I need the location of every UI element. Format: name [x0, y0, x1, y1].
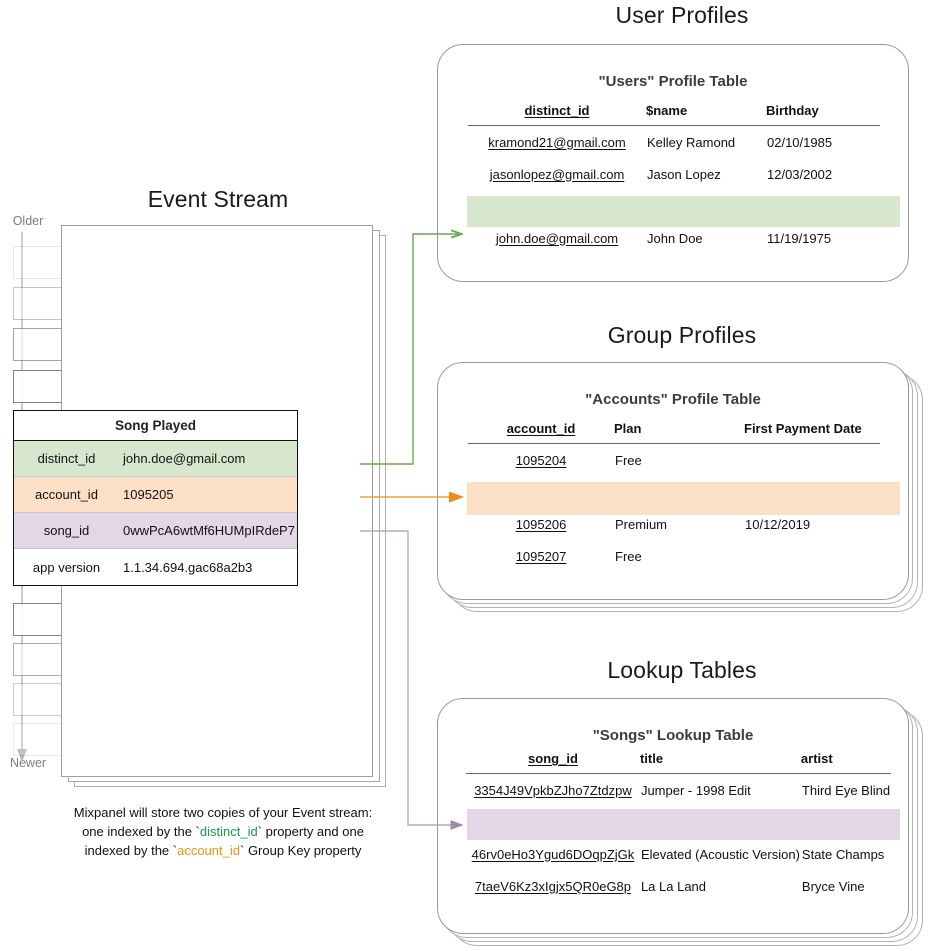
accounts-table-title: "Accounts" Profile Table: [585, 391, 761, 408]
cell-name: Kelley Ramond: [647, 134, 736, 150]
table-row[interactable]: 3354J49VpkbZJho7Ztdzpw Jumper - 1998 Edi…: [466, 774, 891, 807]
caption-code-account-id: account_id: [177, 843, 240, 858]
event-stream-heading: Event Stream: [147, 186, 289, 212]
caption-line-2-suffix: ` property and one: [257, 824, 364, 839]
property-value: john.doe@gmail.com: [123, 451, 246, 466]
cell-first-payment: [744, 444, 880, 477]
accounts-col-plan: Plan: [614, 421, 744, 444]
users-profile-card: "Users" Profile Table distinct_id $name …: [437, 44, 909, 282]
cell-song-id: 46rv0eHo3Ygud6DOqpZjGk: [471, 846, 635, 862]
cell-account-id: 1095204: [515, 452, 567, 468]
accounts-col-first-payment-date: First Payment Date: [744, 421, 880, 444]
cell-plan: Free: [615, 548, 642, 564]
axis-label-newer: Newer: [9, 756, 47, 770]
cell-distinct-id: john.doe@gmail.com: [495, 230, 619, 246]
cell-birthday: 11/19/1975: [767, 230, 832, 246]
accounts-row-highlight: [467, 482, 900, 515]
axis-label-older: Older: [12, 214, 44, 228]
cell-first-payment: 10/12/2019: [745, 516, 811, 532]
cell-song-id: 3354J49VpkbZJho7Ztdzpw: [474, 782, 632, 798]
users-col-birthday: Birthday: [766, 103, 880, 126]
cell-artist: State Champs: [801, 846, 885, 862]
cell-song-id: 7taeV6Kz3xIgjx5QR0eG8p: [474, 878, 632, 894]
property-key: account_id: [35, 487, 98, 502]
table-row[interactable]: kramond21@gmail.com Kelley Ramond 02/10/…: [468, 126, 880, 159]
accounts-col-account-id: account_id: [468, 421, 614, 444]
table-row[interactable]: 1095204 Free: [468, 444, 880, 477]
table-header-row: distinct_id $name Birthday: [468, 103, 880, 126]
caption-line-3-prefix: indexed by the `: [84, 843, 178, 858]
cell-artist: Bryce Vine: [801, 878, 865, 894]
songs-lookup-card: "Songs" Lookup Table song_id title artis…: [437, 698, 909, 934]
caption-code-distinct-id: distinct_id: [199, 824, 258, 839]
caption-line-1: Mixpanel will store two copies of your E…: [73, 805, 373, 820]
diagram-caption: Mixpanel will store two copies of your E…: [28, 803, 418, 860]
property-key: app version: [32, 559, 101, 575]
songs-table-title: "Songs" Lookup Table: [592, 727, 754, 744]
users-table-title: "Users" Profile Table: [598, 73, 748, 90]
cell-distinct-id: jasonlopez@gmail.com: [489, 166, 625, 182]
group-profiles-heading: Group Profiles: [607, 322, 757, 348]
cell-name: John Doe: [647, 230, 703, 246]
property-key: distinct_id: [37, 451, 96, 466]
table-row[interactable]: 7taeV6Kz3xIgjx5QR0eG8p La La Land Bryce …: [466, 870, 891, 902]
cell-artist: Third Eye Blind: [801, 782, 891, 798]
cell-distinct-id: kramond21@gmail.com: [488, 134, 626, 150]
cell-account-id: 1095207: [515, 548, 567, 564]
caption-line-3-suffix: ` Group Key property: [240, 843, 362, 858]
cell-plan: Free: [615, 452, 642, 468]
songs-col-song-id: song_id: [466, 751, 640, 774]
table-header-row: account_id Plan First Payment Date: [468, 421, 880, 444]
accounts-table: account_id Plan First Payment Date 10952…: [468, 421, 880, 572]
cell-name: Jason Lopez: [647, 166, 721, 182]
table-row[interactable]: 46rv0eHo3Ygud6DOqpZjGk Elevated (Acousti…: [466, 838, 891, 870]
table-header-row: song_id title artist: [466, 751, 892, 774]
table-row[interactable]: 1095206 Premium 10/12/2019: [468, 508, 880, 540]
cell-first-payment: [744, 540, 880, 572]
event-property-account-id[interactable]: account_id 1095205: [14, 477, 297, 513]
songs-col-title: title: [639, 751, 801, 774]
users-row-highlight: [467, 196, 900, 227]
users-col-name: $name: [646, 103, 766, 126]
property-value: 1.1.34.694.gac68a2b3: [123, 559, 253, 575]
property-key: song_id: [43, 523, 90, 538]
user-profiles-heading: User Profiles: [615, 2, 749, 28]
songs-row-highlight: [467, 809, 900, 840]
event-property-distinct-id[interactable]: distinct_id john.doe@gmail.com: [14, 441, 297, 477]
accounts-profile-card: "Accounts" Profile Table account_id Plan…: [437, 362, 909, 600]
table-row-highlighted[interactable]: john.doe@gmail.com John Doe 11/19/1975: [468, 222, 880, 254]
cell-birthday: 12/03/2002: [767, 166, 833, 182]
cell-birthday: 02/10/1985: [767, 134, 833, 150]
cell-account-id: 1095206: [515, 516, 567, 532]
cell-title: La La Land: [640, 878, 707, 894]
selected-event-card[interactable]: Song Played distinct_id john.doe@gmail.c…: [13, 410, 298, 586]
table-row[interactable]: jasonlopez@gmail.com Jason Lopez 12/03/2…: [468, 158, 880, 190]
event-property-app-version[interactable]: app version 1.1.34.694.gac68a2b3: [14, 549, 297, 585]
event-property-song-id[interactable]: song_id 0wwPcA6wtMf6HUMpIRdeP7: [14, 513, 297, 549]
users-table: distinct_id $name Birthday kramond21@gma…: [468, 103, 880, 254]
table-row[interactable]: 1095207 Free: [468, 540, 880, 572]
property-value: 1095205: [123, 487, 174, 502]
lookup-tables-heading: Lookup Tables: [607, 657, 757, 683]
cell-title: Elevated (Acoustic Version): [640, 846, 800, 862]
cell-plan: Premium: [615, 516, 668, 532]
users-col-distinct-id: distinct_id: [468, 103, 646, 126]
selected-event-title: Song Played: [14, 411, 297, 441]
songs-col-artist: artist: [800, 751, 892, 774]
property-value: 0wwPcA6wtMf6HUMpIRdeP7: [123, 523, 295, 538]
caption-line-2-prefix: one indexed by the `: [82, 824, 200, 839]
cell-title: Jumper - 1998 Edit: [640, 782, 751, 798]
